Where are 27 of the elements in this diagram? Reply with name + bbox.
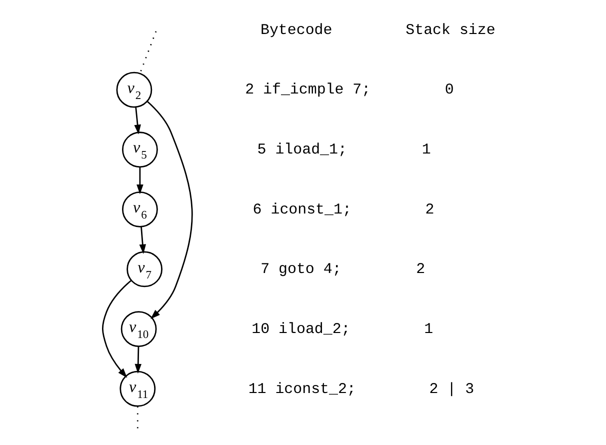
connector: [139, 31, 157, 74]
node-circle: v$_{5}$: [122, 132, 158, 168]
node-circle: v$_{6}$: [122, 192, 158, 228]
arrow: [136, 167, 144, 194]
label: 7 goto 4;: [260, 262, 342, 278]
label: 1: [424, 322, 434, 338]
label: 2: [416, 262, 426, 278]
label: 1: [422, 142, 431, 159]
label: 11 iconst_2;: [248, 382, 356, 398]
label: 2 | 3: [429, 382, 474, 398]
arrow: [139, 226, 146, 254]
label: Bytecode: [260, 22, 332, 39]
node-circle: v$_{7}$: [126, 251, 162, 288]
label: 10 iload_2;: [252, 322, 350, 338]
arrow: [102, 280, 132, 378]
label: 6 iconst_1;: [252, 202, 352, 218]
label: 0: [444, 82, 454, 99]
arrow: [146, 100, 193, 319]
arrow: [134, 346, 142, 374]
node-circle: v$_{11}$: [120, 370, 156, 407]
label: 2: [425, 202, 434, 218]
label: 5 iload_1;: [257, 142, 347, 159]
label: 2 if_icmple 7;: [245, 82, 371, 99]
label: Stack size: [406, 22, 496, 39]
arrow: [134, 107, 141, 134]
node-circle: v$_{10}$: [120, 311, 157, 347]
node-circle: v$_{2}$: [116, 72, 152, 108]
